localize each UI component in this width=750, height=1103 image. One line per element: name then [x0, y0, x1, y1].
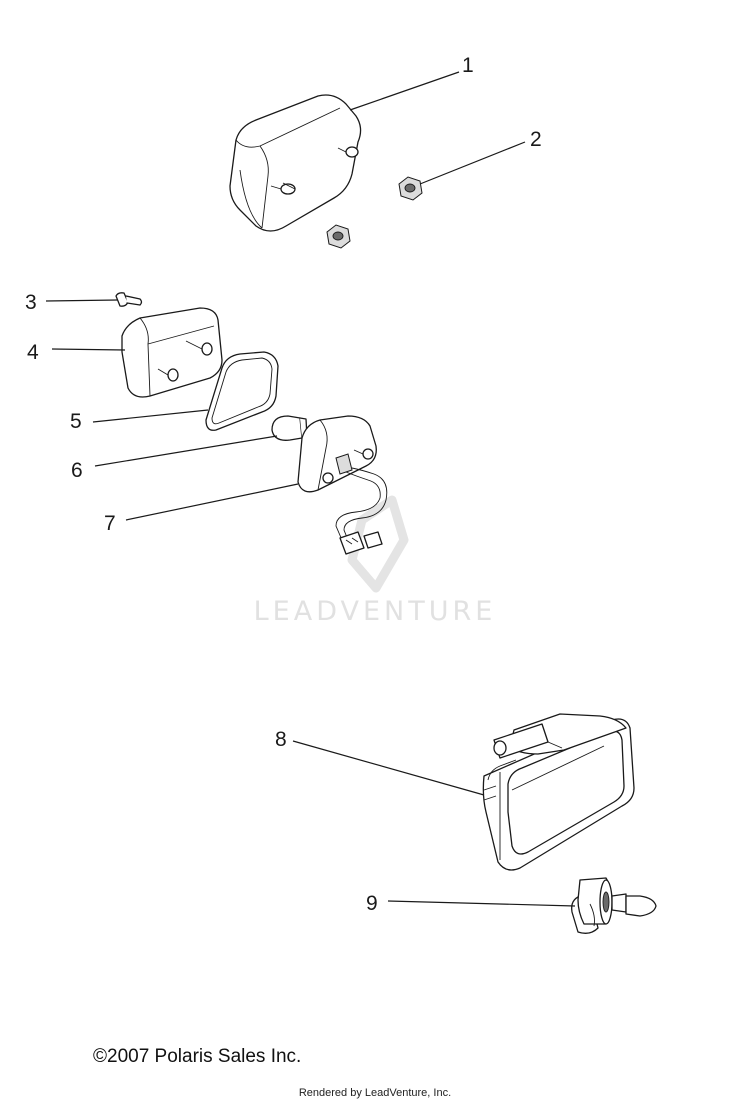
- callout-1: 1: [462, 54, 474, 77]
- leader-3: [45, 299, 119, 302]
- callout-7: 7: [104, 512, 116, 535]
- part-5-gasket[interactable]: [205, 351, 279, 431]
- part-7-lamp-socket-harness[interactable]: [297, 415, 388, 555]
- part-3-screw[interactable]: [115, 292, 143, 307]
- leader-9: [387, 900, 576, 907]
- leader-2: [419, 141, 526, 185]
- leader-7: [125, 483, 299, 521]
- leadventure-watermark: LEADVENTURE: [254, 495, 497, 627]
- callout-8: 8: [275, 728, 287, 751]
- rendered-by-credit: Rendered by LeadVenture, Inc.: [298, 1087, 452, 1099]
- watermark-logo: [347, 495, 409, 593]
- callout-5: 5: [70, 410, 82, 433]
- leader-lines: [45, 71, 576, 907]
- part-1-taillight-housing[interactable]: [229, 94, 362, 232]
- part-9-headlight-bulb[interactable]: [571, 877, 657, 934]
- callout-2: 2: [530, 128, 542, 151]
- part-8-headlight[interactable]: [482, 713, 635, 871]
- leader-5: [92, 409, 209, 423]
- callout-numbers: 1 2 3 4 5 6 7 8 9: [25, 54, 542, 915]
- callout-6: 6: [71, 459, 83, 482]
- part-4-lens-cover[interactable]: [121, 307, 223, 398]
- copyright-notice: ©2007 Polaris Sales Inc.: [93, 1046, 302, 1067]
- watermark-text: LEADVENTURE: [254, 596, 497, 627]
- leader-6: [94, 435, 278, 467]
- callout-9: 9: [366, 892, 378, 915]
- part-2-nut[interactable]: [326, 176, 423, 249]
- callout-3: 3: [25, 291, 37, 314]
- leader-4: [51, 348, 126, 351]
- leader-1: [349, 71, 460, 111]
- callout-4: 4: [27, 341, 39, 364]
- leader-8: [292, 740, 485, 796]
